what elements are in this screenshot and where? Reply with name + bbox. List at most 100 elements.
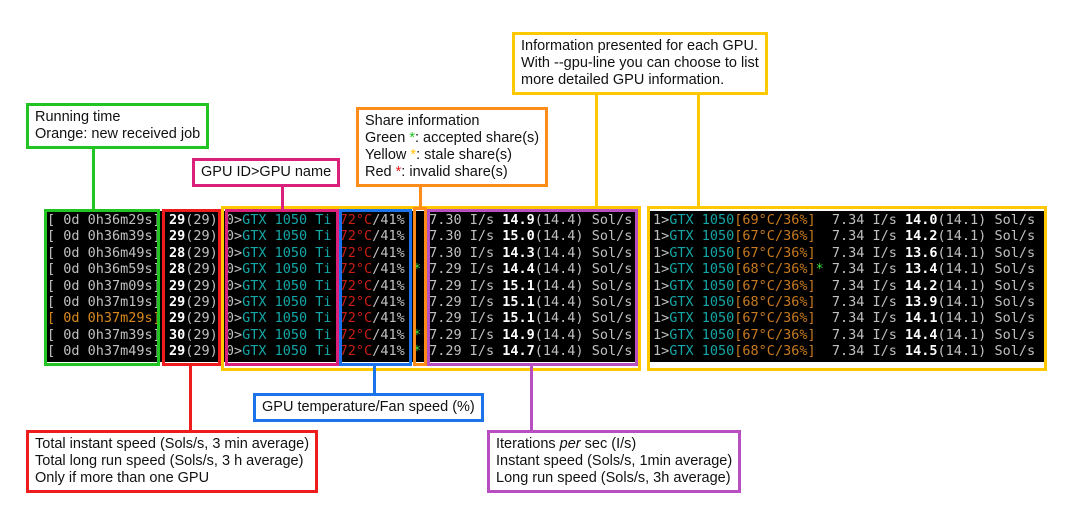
connector-running-time bbox=[92, 144, 95, 210]
gpu-name: GTX 1050 Ti bbox=[242, 294, 332, 310]
fan-speed: /36%] bbox=[774, 294, 816, 310]
instant-speed: 14.1 bbox=[905, 310, 938, 327]
share-region bbox=[413, 207, 427, 366]
long-run-speed: (14.4) bbox=[534, 294, 584, 310]
running-time: [ 0d 0h37m29s] bbox=[47, 310, 161, 327]
gpu-name: GTX 1050 Ti bbox=[242, 212, 332, 228]
label-line: Instant speed (Sols/s, 1min average) bbox=[496, 453, 733, 469]
yellow-star-icon: * bbox=[410, 147, 417, 163]
instant-speed: 14.2 bbox=[905, 228, 938, 245]
speed-unit: Sol/s bbox=[994, 310, 1036, 327]
speed-unit: Sol/s bbox=[994, 212, 1036, 228]
fan-speed: /36%] bbox=[774, 212, 816, 228]
fan-speed: /41% bbox=[372, 294, 405, 310]
gpu-temperature: 72°C bbox=[339, 294, 373, 310]
text: Iterations bbox=[496, 436, 560, 452]
iterations-per-sec: 7.34 I/s bbox=[831, 277, 897, 294]
gpu-temperature: 72°C bbox=[339, 310, 373, 327]
running-time: [ 0d 0h37m09s] bbox=[47, 277, 161, 294]
gpu-name-region bbox=[225, 209, 339, 366]
instant-speed: 14.9 bbox=[502, 212, 535, 228]
iterations-per-sec: 7.30 I/s bbox=[429, 212, 495, 228]
text: per bbox=[559, 436, 581, 452]
fan-speed: /36%] bbox=[774, 326, 816, 343]
long-run-speed: (14.1) bbox=[937, 261, 987, 278]
long-run-speed: (14.1) bbox=[937, 310, 987, 327]
iterations-per-sec: 7.34 I/s bbox=[831, 310, 897, 327]
speed-unit: Sol/s bbox=[591, 212, 633, 228]
iterations-per-sec: 7.34 I/s bbox=[831, 212, 897, 228]
instant-speed: 14.5 bbox=[905, 343, 938, 360]
label-line: more detailed GPU information. bbox=[521, 72, 725, 88]
label-temperature: GPU temperature/Fan speed (%) bbox=[253, 393, 484, 422]
total-speed: 29 bbox=[168, 310, 186, 327]
long-run-speed: (14.4) bbox=[534, 261, 584, 278]
gpu-name: GTX 1050 Ti bbox=[242, 244, 332, 261]
instant-speed: 15.0 bbox=[502, 228, 535, 245]
gpu-temperature: [68°C bbox=[734, 343, 775, 360]
connector-temperature bbox=[373, 365, 376, 395]
text: : accepted share(s) bbox=[415, 130, 540, 146]
speed-unit: Sol/s bbox=[994, 294, 1036, 310]
running-time-region bbox=[44, 209, 160, 366]
instant-speed: 14.4 bbox=[502, 261, 535, 278]
gpu-temperature: 72°C bbox=[339, 244, 373, 261]
iterations-per-sec: 7.34 I/s bbox=[831, 228, 897, 245]
share-star-icon: * bbox=[815, 261, 824, 278]
instant-speed: 14.7 bbox=[502, 343, 535, 360]
gpu-name: GTX 1050 Ti bbox=[242, 228, 332, 245]
long-run-speed: (14.1) bbox=[937, 326, 987, 343]
label-line: Share information bbox=[365, 113, 480, 129]
gpu-id: 0> bbox=[225, 228, 243, 245]
gpu-name: GTX 1050 bbox=[669, 244, 735, 261]
text: sec (I/s) bbox=[580, 436, 637, 452]
label-iterations: Iterations per sec (I/s) Instant speed (… bbox=[487, 430, 742, 493]
long-run-speed: (14.4) bbox=[534, 244, 584, 261]
running-time: [ 0d 0h36m59s] bbox=[47, 261, 161, 278]
speed-unit: Sol/s bbox=[591, 310, 633, 327]
gpu-temperature: 72°C bbox=[339, 228, 373, 245]
gpu-name: GTX 1050 bbox=[669, 277, 735, 294]
gpu-temperature: [68°C bbox=[734, 294, 775, 310]
text: : invalid share(s) bbox=[401, 164, 508, 180]
instant-speed: 13.4 bbox=[905, 261, 938, 278]
gpu-id: 1> bbox=[653, 277, 670, 294]
text: : stale share(s) bbox=[416, 147, 512, 163]
fan-speed: /41% bbox=[372, 326, 405, 343]
fan-speed: /41% bbox=[372, 277, 405, 294]
running-time: [ 0d 0h36m29s] bbox=[47, 212, 161, 228]
long-run-speed: (14.4) bbox=[534, 212, 584, 228]
connector-gpu-id bbox=[281, 182, 284, 210]
running-time: [ 0d 0h37m49s] bbox=[47, 343, 161, 360]
running-time: [ 0d 0h36m49s] bbox=[47, 244, 161, 261]
fan-speed: /41% bbox=[372, 212, 405, 228]
gpu-temperature: 72°C bbox=[339, 261, 373, 278]
instant-speed: 14.2 bbox=[905, 277, 938, 294]
running-time: [ 0d 0h37m39s] bbox=[47, 326, 161, 343]
instant-speed: 13.9 bbox=[905, 294, 938, 310]
gpu-temperature: [68°C bbox=[734, 261, 775, 278]
label-line: Long run speed (Sols/s, 3h average) bbox=[496, 470, 731, 486]
iterations-per-sec: 7.34 I/s bbox=[831, 343, 897, 360]
gpu-temperature: 72°C bbox=[339, 343, 373, 360]
label-line: Only if more than one GPU bbox=[35, 470, 210, 486]
share-star-icon: * bbox=[412, 343, 421, 360]
label-running-time: Running time Orange: new received job bbox=[26, 103, 210, 149]
speed-unit: Sol/s bbox=[591, 277, 633, 294]
gpu-id: 0> bbox=[225, 343, 243, 360]
total-speed: 29 bbox=[168, 212, 186, 228]
running-time: [ 0d 0h37m19s] bbox=[47, 294, 161, 310]
gpu-temperature: [69°C bbox=[734, 212, 775, 228]
gpu-info-region-gpu0 bbox=[221, 206, 641, 371]
red-star-icon: * bbox=[395, 164, 402, 180]
gpu-id: 0> bbox=[225, 277, 243, 294]
long-run-speed: (14.1) bbox=[937, 228, 987, 245]
gpu-temperature: [67°C bbox=[734, 228, 775, 245]
iterations-per-sec: 7.30 I/s bbox=[429, 244, 495, 261]
gpu-name: GTX 1050 bbox=[669, 294, 735, 310]
gpu-name: GTX 1050 bbox=[669, 343, 735, 360]
long-run-speed: (14.4) bbox=[534, 343, 584, 360]
